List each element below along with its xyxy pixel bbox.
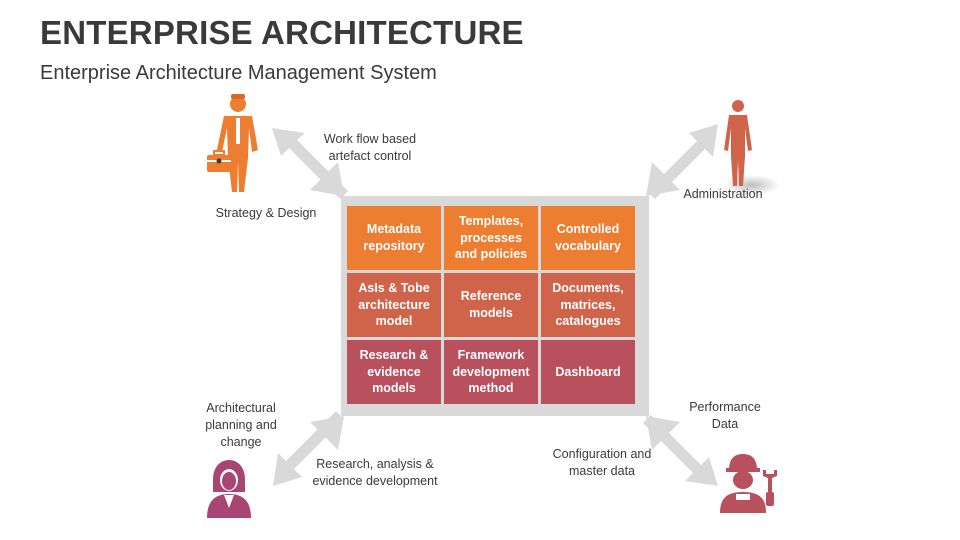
label-performance-data: Performance Data xyxy=(689,400,761,431)
cell-research-evidence-models: Research & evidence models xyxy=(347,340,441,404)
woman-icon xyxy=(207,460,251,518)
arrowhead-bl-inner xyxy=(310,416,344,450)
page-subtitle: Enterprise Architecture Management Syste… xyxy=(40,62,437,84)
arrowhead-tl-inner xyxy=(310,162,344,196)
label-research-analysis-evidence: Research, analysis & evidence developmen… xyxy=(312,457,438,488)
cell-controlled-vocabulary: Controlled vocabulary xyxy=(541,206,635,270)
label-strategy-design: Strategy & Design xyxy=(215,206,317,220)
cell-documents-matrices-catalogues: Documents, matrices, catalogues xyxy=(541,273,635,337)
label-configuration-master-data: Configuration and master data xyxy=(552,447,652,478)
label-workflow-artefact-control: Work flow based artefact control xyxy=(323,132,417,163)
cell-dashboard: Dashboard xyxy=(541,340,635,404)
cell-framework-development-method: Framework development method xyxy=(444,340,538,404)
cell-templates-processes-policies: Templates, processes and policies xyxy=(444,206,538,270)
page-title: ENTERPRISE ARCHITECTURE xyxy=(40,14,524,51)
cell-metadata-repository: Metadata repository xyxy=(347,206,441,270)
label-administration: Administration xyxy=(683,187,763,201)
worker-wrench-icon xyxy=(720,454,777,513)
label-architectural-planning-change: Architectural planning and change xyxy=(205,401,277,449)
standing-man-icon xyxy=(724,100,752,186)
arrowhead-tr-inner xyxy=(646,162,680,196)
arrowhead-br-inner xyxy=(646,416,680,450)
cell-reference-models: Reference models xyxy=(444,273,538,337)
architecture-grid: Metadata repository Templates, processes… xyxy=(347,206,643,406)
businessman-briefcase-icon xyxy=(207,94,258,192)
shadow-top-right xyxy=(724,175,780,195)
cell-asis-tobe-model: AsIs & Tobe architecture model xyxy=(347,273,441,337)
